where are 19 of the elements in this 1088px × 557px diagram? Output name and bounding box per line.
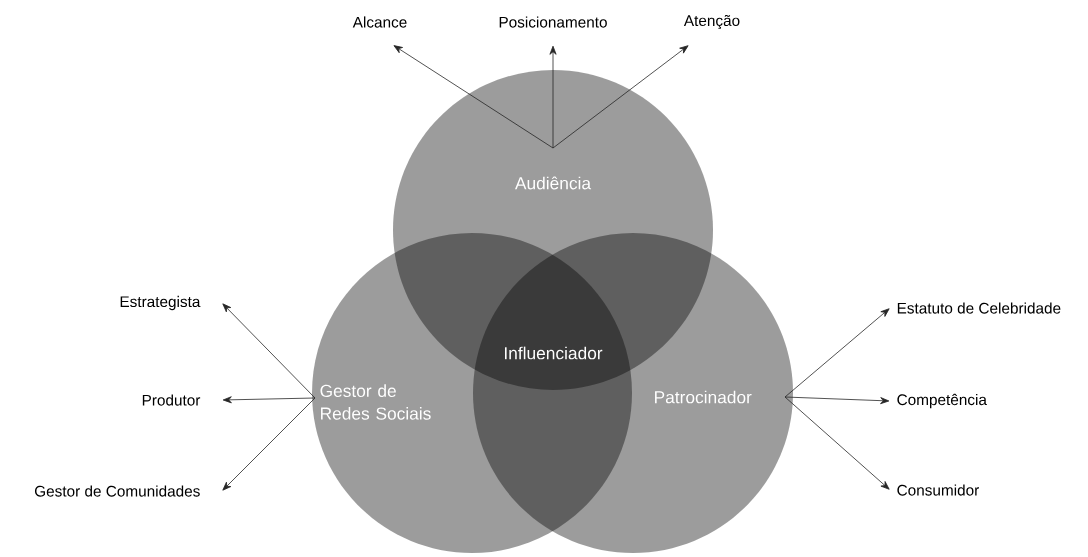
arrow <box>222 397 316 491</box>
arrow <box>222 396 316 404</box>
region-label: Influenciador <box>505 346 603 360</box>
item-label: Consumidor <box>897 484 979 496</box>
arrow <box>552 45 689 149</box>
item-label: Estrategista <box>120 295 201 311</box>
arrow <box>784 396 890 405</box>
item-label: Alcance <box>352 16 407 28</box>
item-label: Atenção <box>683 14 740 30</box>
arrow <box>784 396 890 490</box>
arrow <box>549 45 557 149</box>
arrow <box>222 303 316 399</box>
item-label: Competência <box>897 393 987 409</box>
item-label: Produtor <box>142 394 201 406</box>
arrow <box>784 308 890 398</box>
item-label: Posicionamento <box>499 16 607 28</box>
arrow <box>393 45 554 149</box>
item-label: Gestor de Comunidades <box>34 485 200 497</box>
item-label: Estatuto de Celebridade <box>897 302 1061 314</box>
